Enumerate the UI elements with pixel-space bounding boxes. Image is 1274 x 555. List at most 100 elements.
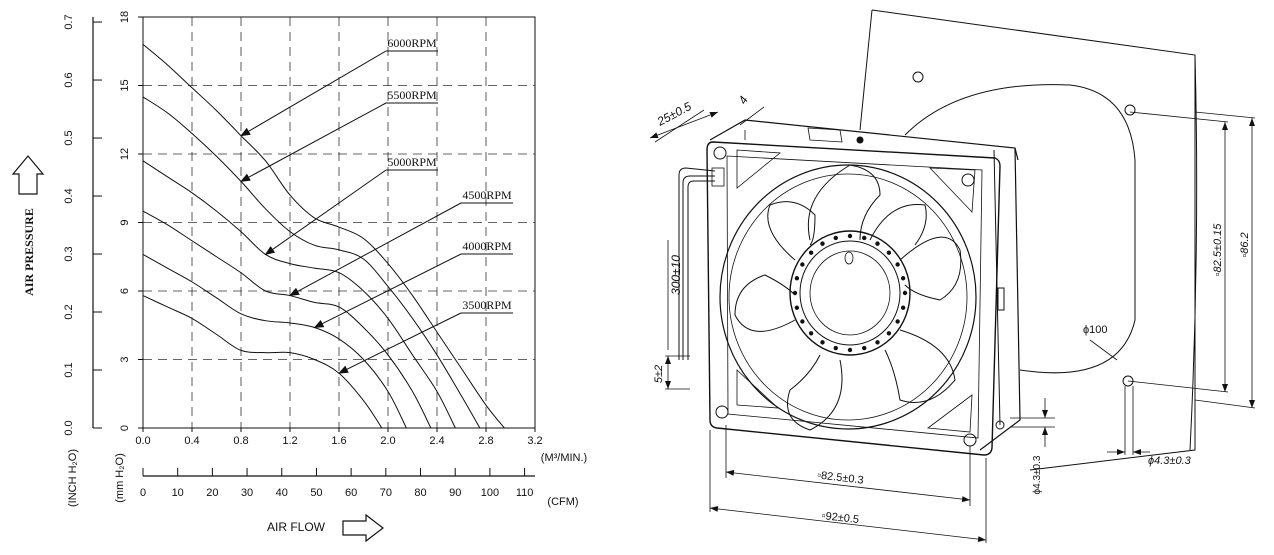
chart-grid [143,17,535,428]
callout-label-6000rpm: 6000RPM [387,36,437,50]
y2-tick-label: 0.1 [63,362,75,377]
y-tick-label: 12 [119,148,131,160]
hub-rivet [895,262,900,267]
panel-hole-bottom-right [1122,375,1134,387]
hub-rivet [895,319,900,324]
callout-label-5500rpm: 5500RPM [387,88,437,102]
callout-arrow [313,253,462,328]
dim-lead-length-label: 300±10 [669,255,683,295]
x2-tick-label: 50 [310,487,322,499]
panel-hole-top-left [912,71,924,83]
hub-rivet [862,235,867,241]
hub-rivet [847,233,853,239]
callout-label-4000rpm: 4000RPM [462,239,512,253]
y2-tick-label: 0.0 [63,420,75,435]
hub-rivet [820,241,825,246]
performance-chart: 6000RPM5500RPM5000RPM4500RPM4000RPM3500R… [11,11,587,543]
hub-rivet [875,241,880,246]
x-m3-unit-label: (M³/MIN.) [541,452,587,464]
fan-technical-drawing: 25±0.5 4 300±10 5±2 ▫82.5±0.15 ▫86.2 ϕ10… [649,9,1256,543]
x2-tick-label: 60 [345,487,357,499]
x2-tick-label: 20 [206,487,218,499]
hub-rivet [886,250,892,255]
curve-3500rpm [142,295,383,429]
x2-tick-label: 90 [449,487,461,499]
x-tick-label: 1.6 [331,435,346,447]
fan-hub [789,230,911,356]
x-tick-label: 3.2 [527,435,542,447]
y-axis-arrow-icon [11,155,45,195]
hub-rivet [800,319,805,324]
hub-rivet [875,340,880,345]
y2-tick-label: 0.6 [63,72,75,87]
frame-hole-tl [713,146,727,160]
hub-rivet [792,290,798,296]
callout-arrow [289,202,462,297]
hub-rivet [808,250,814,255]
y-tick-label: 6 [119,288,131,294]
hub-rivet [833,345,838,351]
hub-rivet [902,290,908,296]
y-axis-title: AIR PRESSURE [22,208,36,296]
x-tick-label: 1.2 [282,435,297,447]
x-axis-title: AIR FLOW [267,520,326,534]
dim-hole-pitch-bottom-label: ▫82.5±0.3 [816,469,864,486]
dim-diameter-label: ϕ100 [1083,324,1108,336]
y2-tick-label: 0.2 [63,304,75,319]
dim-frame-size-label: ▫92±0.5 [821,510,860,526]
hub-rivet [794,276,800,281]
dimension-lines [649,106,1256,543]
lead-wires [678,167,725,360]
x-tick-label: 2.0 [380,435,395,447]
y-tick-label: 15 [119,79,131,91]
hub-rivet [833,235,838,241]
x-tick-label: 2.4 [429,435,444,447]
hub-rivet [900,305,906,310]
curve-6000rpm [142,44,505,429]
hub-rivet [808,331,814,336]
hub-rivet [847,347,853,353]
dim-hole-pitch-side-label: ▫82.5±0.15 [1212,223,1224,277]
frame-hole-br [963,433,977,447]
hub-rivet [862,345,867,351]
dim-depth-label: 25±0.5 [654,99,694,129]
hub-rivet [886,331,892,336]
dimension-labels: 25±0.5 4 300±10 5±2 ▫82.5±0.15 ▫86.2 ϕ10… [653,93,1251,526]
curve-4000rpm [142,254,407,429]
callout-arrow [240,50,387,137]
callout-label-4500rpm: 4500RPM [462,188,512,202]
y2-tick-label: 0.4 [63,188,75,203]
frame-hole-bl [715,405,729,419]
fan-frame [706,119,1021,456]
panel-hole-top-right [1124,104,1136,116]
callout-arrow [338,312,462,374]
dim-cutout-label: ▫86.2 [1239,232,1251,257]
y2-tick-label: 0.3 [63,246,75,261]
x2-tick-label: 0 [140,487,146,499]
x2-tick-label: 30 [241,487,253,499]
hub-rivet [800,262,805,267]
y-tick-label: 3 [119,356,131,362]
dim-hole-diameter-label: ϕ4.3±0.3 [1148,455,1192,467]
x2-tick-label: 70 [380,487,392,499]
callout-arrow [240,102,387,182]
y-mm-unit-label: (mm H₂O) [114,453,126,502]
curve-group [142,44,505,429]
y-tick-label: 18 [119,11,131,23]
y-ticks-inch: 0.00.10.20.30.40.50.60.7 [63,14,102,436]
hub-rivet [794,305,800,310]
y-tick-label: 0 [119,425,131,431]
dim-strip-label: 5±2 [653,365,665,383]
x-tick-label: 0.4 [184,435,199,447]
x2-tick-label: 110 [516,487,534,499]
x-axis-arrow-icon [342,513,384,543]
mounting-panel [859,9,1198,471]
dim-hole-depth-label: ϕ4.3±0.3 [1032,455,1043,494]
x2-tick-label: 100 [481,487,499,499]
y2-tick-label: 0.7 [63,14,75,29]
